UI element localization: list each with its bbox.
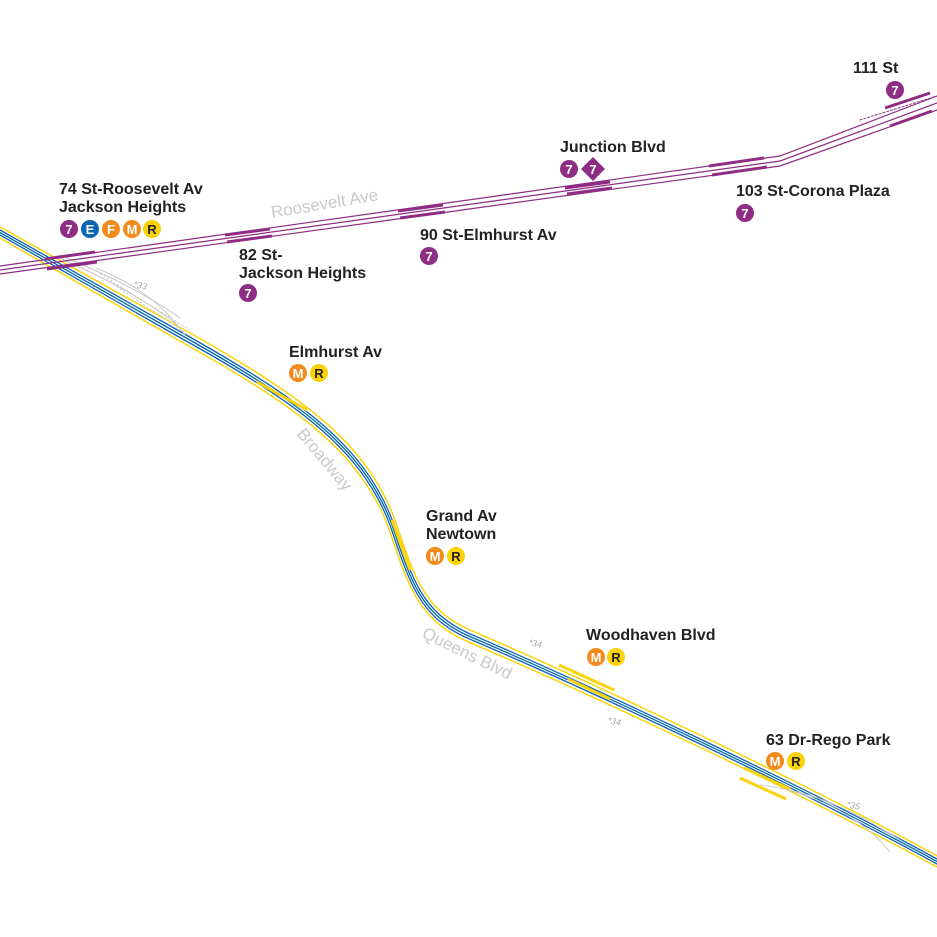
station-103-st-corona-plaza[interactable]: 103 St-Corona Plaza (736, 183, 890, 201)
svg-text:M: M (770, 754, 781, 769)
svg-text:R: R (791, 754, 801, 769)
station-90-st-elmhurst-av[interactable]: 90 St-Elmhurst Av (420, 227, 557, 245)
station-name-line1: 82 St- (239, 247, 283, 264)
station-82-st-jackson-heights[interactable]: 82 St- Jackson Heights (239, 247, 366, 283)
svg-text:7: 7 (589, 162, 596, 177)
r-bullet-icon: R (310, 364, 328, 382)
seven-bullet-icon: 7 (420, 247, 438, 265)
m-bullet-icon: M (587, 648, 605, 666)
r-bullet-icon: R (787, 752, 805, 770)
svg-text:M: M (591, 650, 602, 665)
svg-text:7: 7 (65, 222, 72, 237)
svg-text:F: F (107, 222, 115, 237)
station-name-line1: 103 St-Corona Plaza (736, 183, 890, 200)
street-label-roosevelt-ave: Roosevelt Ave (270, 185, 380, 222)
svg-text:E: E (86, 222, 95, 237)
station-name-line2: Jackson Heights (59, 199, 187, 216)
yellow-track-inner (0, 237, 937, 868)
queens-blvd-platforms (256, 380, 791, 801)
m-bullet-icon: M (123, 220, 141, 238)
blue-track-1 (0, 229, 937, 860)
station-name-line1: Junction Blvd (560, 139, 666, 156)
station-name-line1: 74 St-Roosevelt Av (59, 181, 203, 198)
seven-bullet-icon: 7 (60, 220, 78, 238)
svg-text:7: 7 (891, 83, 898, 98)
e-bullet-icon: E (81, 220, 99, 238)
svg-text:M: M (293, 366, 304, 381)
svg-text:R: R (451, 549, 461, 564)
station-74-st-roosevelt-av[interactable]: 74 St-Roosevelt Av Jackson Heights (59, 181, 203, 217)
flushing-platforms (44, 91, 933, 271)
blue-track-2 (0, 231, 937, 863)
chainage-label: *34 (607, 715, 622, 728)
m-bullet-icon: M (766, 752, 784, 770)
yellow-track-outer (0, 226, 937, 857)
r-bullet-icon: R (447, 547, 465, 565)
queens-blvd-line (0, 226, 937, 868)
svg-text:7: 7 (565, 162, 572, 177)
svg-text:R: R (611, 650, 621, 665)
svg-text:M: M (127, 222, 138, 237)
station-grand-av-newtown[interactable]: Grand Av Newtown (426, 508, 497, 544)
seven-bullet-icon: 7 (886, 81, 904, 99)
station-name-line1: 90 St-Elmhurst Av (420, 227, 557, 244)
blue-track-3 (0, 234, 937, 865)
station-name-line2: Newtown (426, 526, 497, 543)
station-junction-blvd[interactable]: Junction Blvd (560, 139, 666, 157)
chainage-label: *34 (528, 637, 543, 650)
svg-text:7: 7 (244, 286, 251, 301)
r-bullet-icon: R (143, 220, 161, 238)
station-name-line1: Elmhurst Av (289, 344, 383, 361)
svg-text:7: 7 (425, 249, 432, 264)
svg-text:R: R (147, 222, 157, 237)
seven-bullet-icon: 7 (736, 204, 754, 222)
r-bullet-icon: R (607, 648, 625, 666)
m-bullet-icon: M (289, 364, 307, 382)
m-bullet-icon: M (426, 547, 444, 565)
station-name-line1: 111 St (853, 60, 899, 77)
seven-express-diamond-icon: 7 (581, 157, 605, 181)
station-woodhaven-blvd[interactable]: Woodhaven Blvd (586, 627, 716, 645)
pocket-track (859, 95, 937, 121)
station-name-line1: Woodhaven Blvd (586, 627, 716, 644)
svg-text:7: 7 (741, 206, 748, 221)
flushing-track-2 (0, 102, 937, 271)
station-name-line1: Grand Av (426, 508, 497, 525)
station-63-dr-rego-park[interactable]: 63 Dr-Rego Park (766, 732, 891, 750)
station-name-line2: Jackson Heights (239, 265, 367, 282)
f-bullet-icon: F (102, 220, 120, 238)
yard-connector-tracks (59, 254, 901, 853)
station-111-st[interactable]: 111 St (853, 60, 898, 78)
seven-bullet-icon: 7 (560, 160, 578, 178)
svg-text:R: R (314, 366, 324, 381)
station-name-line1: 63 Dr-Rego Park (766, 732, 891, 749)
svg-text:M: M (430, 549, 441, 564)
seven-bullet-icon: 7 (239, 284, 257, 302)
route-bullets: 7 E F M R 7 7 7 7 7 7 M R M R M R M R (60, 81, 904, 770)
station-elmhurst-av[interactable]: Elmhurst Av (289, 344, 382, 362)
